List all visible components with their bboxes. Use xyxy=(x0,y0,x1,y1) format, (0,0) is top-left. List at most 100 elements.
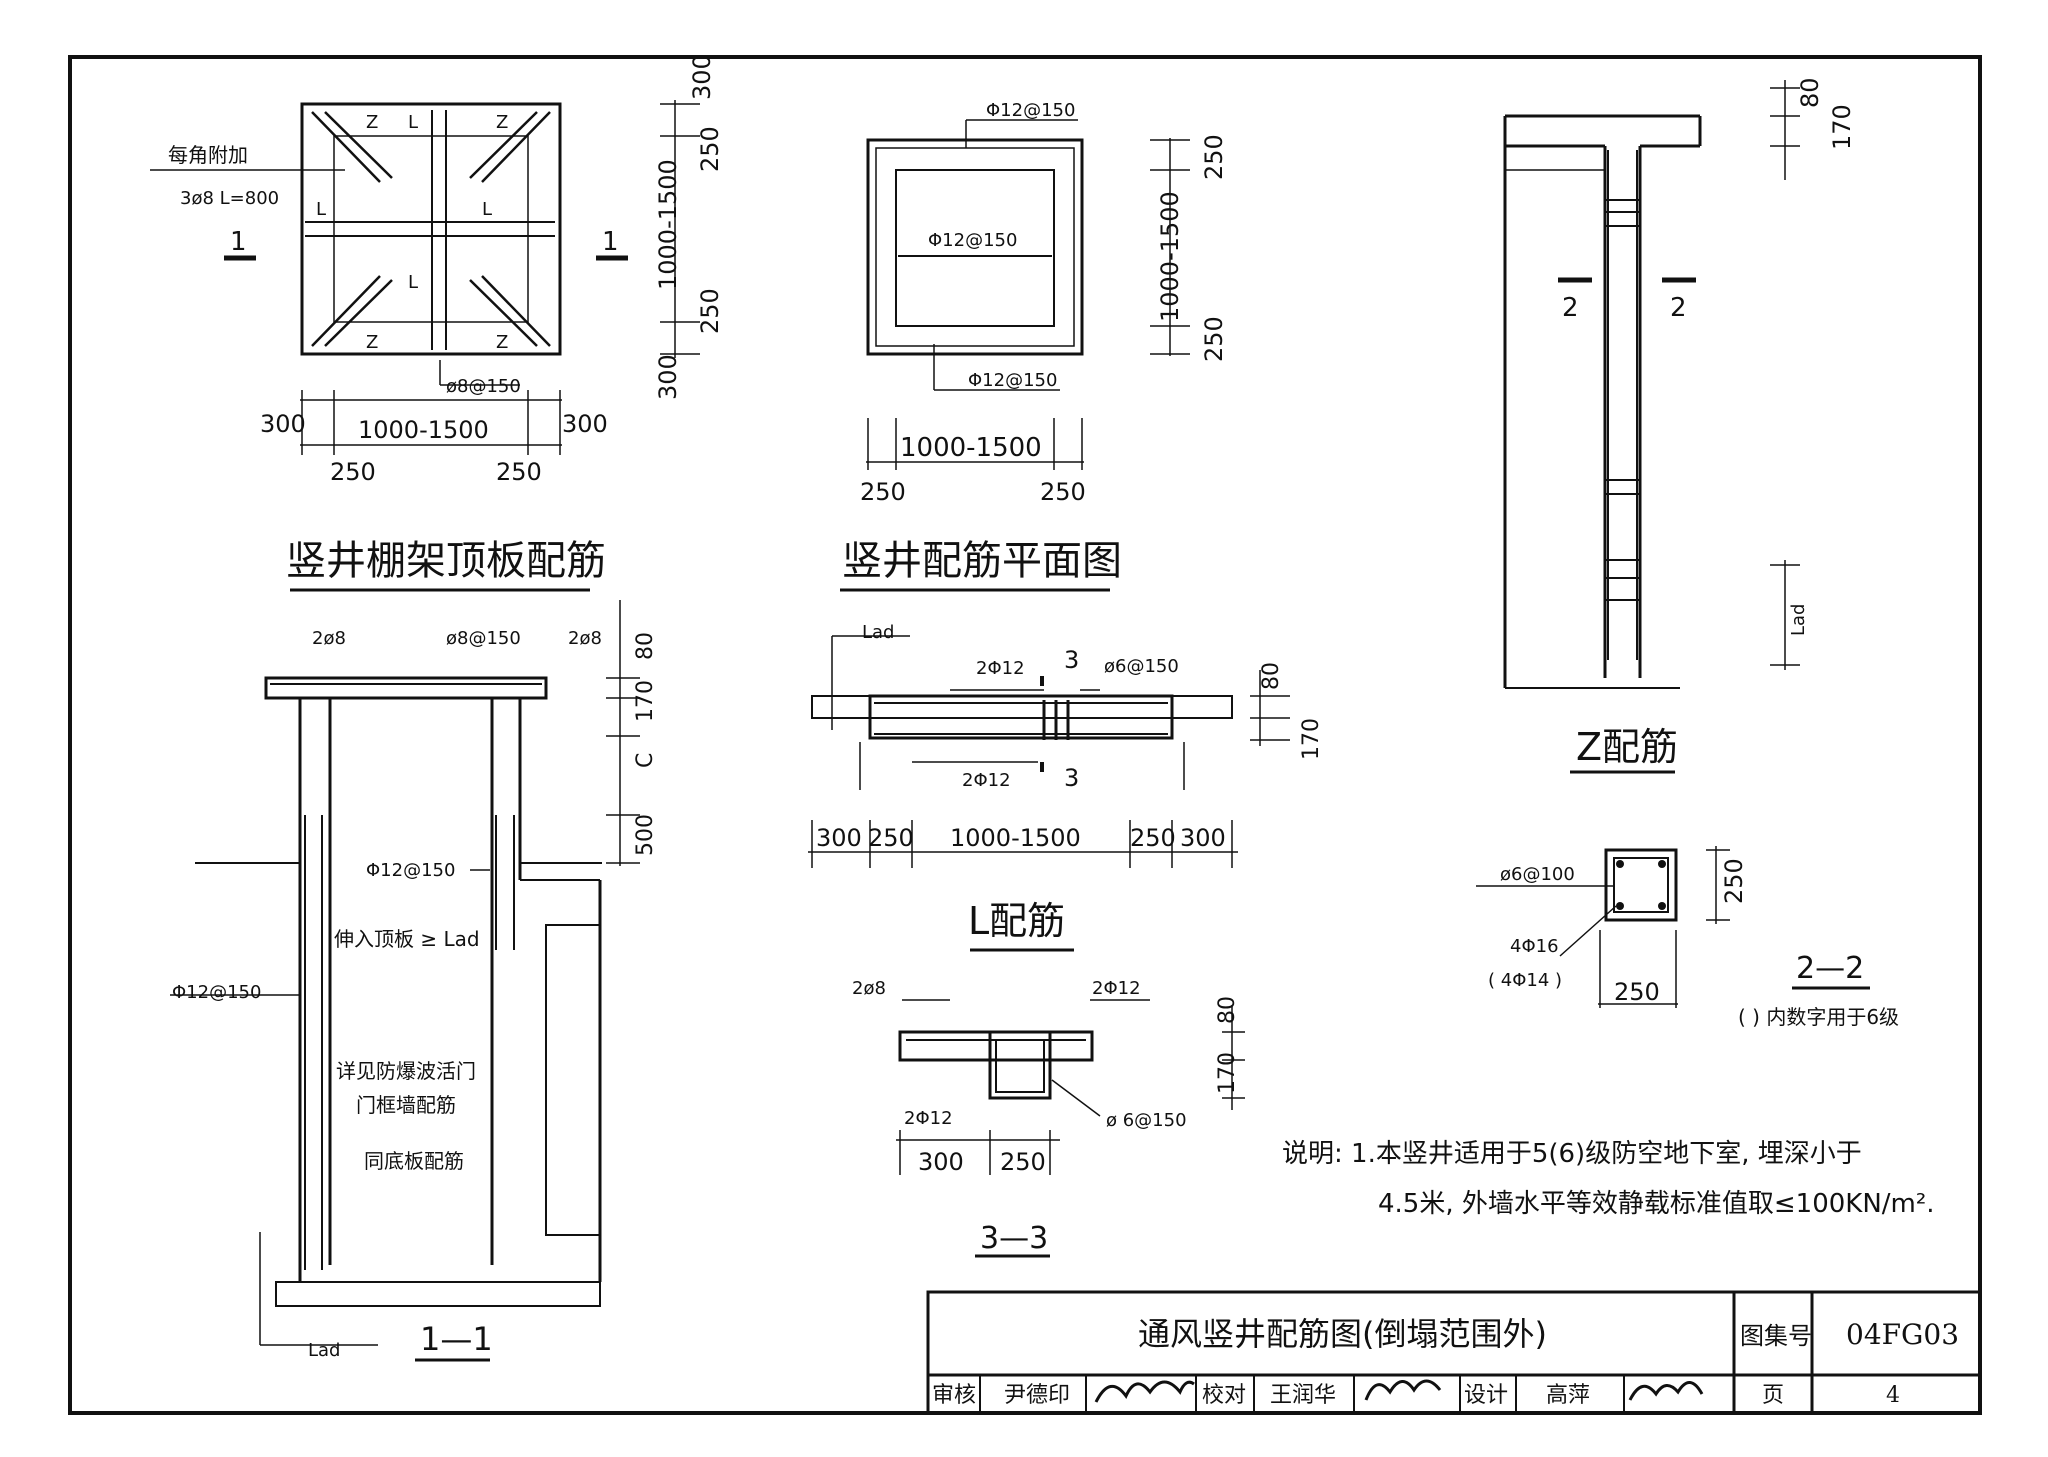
section-11-drawing xyxy=(170,600,640,1362)
section-11-title: 1—1 xyxy=(420,1320,493,1358)
title-block-page-label: 页 xyxy=(1762,1383,1784,1408)
title-block-drawing-title: 通风竖井配筋图(倒塌范围外) xyxy=(1138,1315,1547,1353)
plan-roof-section-mark-right: 1 xyxy=(602,227,619,257)
plan-shaft-drawing xyxy=(840,119,1190,592)
section-11-lad: Lad xyxy=(308,1340,340,1361)
plan-roof-corner-note-2: 3ø8 L=800 xyxy=(180,188,279,209)
title-block-review-label: 审核 xyxy=(932,1383,976,1408)
z-detail-title: Z配筋 xyxy=(1576,725,1678,769)
plan-roof-dim-250-left: 250 xyxy=(330,458,376,486)
l-detail-hdim-300-right: 300 xyxy=(1180,824,1226,852)
plan-shaft-title: 竖井配筋平面图 xyxy=(842,538,1122,584)
title-block-design-label: 设计 xyxy=(1464,1383,1508,1408)
section-11-dim-170: 170 xyxy=(633,680,658,722)
title-block-reviewer: 尹德印 xyxy=(1004,1383,1070,1408)
l-detail-section-mark-bot: 3 xyxy=(1064,764,1079,792)
section-22-main-bar-alt: ( 4Φ14 ) xyxy=(1488,970,1562,991)
section-22-title: 2—2 xyxy=(1796,951,1864,986)
title-block-atlas-label: 图集号 xyxy=(1740,1322,1812,1350)
plan-roof-vdim-span: 1000-1500 xyxy=(654,159,682,290)
l-detail-vdim-80: 80 xyxy=(1259,662,1284,690)
title-block-checker: 王润华 xyxy=(1270,1383,1336,1408)
plan-roof-l-left: L xyxy=(316,199,326,220)
section-11-note-extend: 伸入顶板 ≥ Lad xyxy=(334,927,480,951)
z-detail-section-mark-left: 2 xyxy=(1562,293,1579,323)
section-11-dim-80: 80 xyxy=(633,632,658,660)
l-detail-hdim-250-left: 250 xyxy=(868,824,914,852)
section-22-stirrup: ø6@100 xyxy=(1500,864,1575,885)
plan-roof-dim-span: 1000-1500 xyxy=(358,416,489,444)
plan-roof-l-t: L xyxy=(408,112,418,133)
z-detail-dim-80: 80 xyxy=(1796,77,1824,108)
l-detail-top-bar: 2Φ12 xyxy=(976,658,1025,679)
plan-roof-vdim-300-bot: 300 xyxy=(654,354,682,400)
checker-signature xyxy=(1364,1379,1442,1401)
l-detail-hdim-250-right: 250 xyxy=(1130,824,1176,852)
plan-roof-dim-300-left: 300 xyxy=(260,410,306,438)
title-block-page-no: 4 xyxy=(1886,1383,1900,1408)
section-11-bar-right: Φ12@150 xyxy=(366,860,455,881)
z-detail-section-mark-right: 2 xyxy=(1670,293,1687,323)
plan-roof-z-tl: Z xyxy=(366,112,378,133)
title-block xyxy=(926,1290,1982,1415)
z-detail-drawing xyxy=(1503,80,1800,774)
l-detail-stirrup: ø6@150 xyxy=(1104,656,1179,677)
l-detail-hdim-300-left: 300 xyxy=(816,824,862,852)
plan-shaft-bar-top: Φ12@150 xyxy=(986,100,1075,121)
z-detail-lad: Lad xyxy=(1788,604,1809,636)
plan-shaft-vdim-250-bot: 250 xyxy=(1200,316,1228,362)
plan-shaft-vdim-span: 1000-1500 xyxy=(1156,191,1184,322)
section-33-hdim-250: 250 xyxy=(1000,1148,1046,1176)
l-detail-lad: Lad xyxy=(862,622,894,643)
plan-roof-vdim-250-top: 250 xyxy=(696,126,724,172)
l-detail-bot-bar: 2Φ12 xyxy=(962,770,1011,791)
note-line-1: 说明: 1.本竖井适用于5(6)级防空地下室, 埋深小于 xyxy=(1282,1139,1862,1169)
plan-shaft-dim-250-left: 250 xyxy=(860,478,906,506)
plan-shaft-bar-mid: Φ12@150 xyxy=(928,230,1017,251)
plan-shaft-bar-bot: Φ12@150 xyxy=(968,370,1057,391)
plan-shaft-dim-span: 1000-1500 xyxy=(900,433,1042,463)
plan-shaft-dim-250-right: 250 xyxy=(1040,478,1086,506)
section-33-stirrup: ø 6@150 xyxy=(1106,1110,1187,1131)
plan-roof-l-mid: L xyxy=(408,272,418,293)
section-33-vdim-80: 80 xyxy=(1215,996,1240,1024)
section-11-bar-left: Φ12@150 xyxy=(172,982,261,1003)
section-33-bot-bar: 2Φ12 xyxy=(904,1108,953,1129)
z-detail-dim-170: 170 xyxy=(1828,104,1856,150)
designer-signature xyxy=(1628,1381,1704,1401)
section-33-vdim-170: 170 xyxy=(1215,1052,1240,1094)
plan-roof-z-br: Z xyxy=(496,332,508,353)
section-22-dim-w: 250 xyxy=(1614,978,1660,1006)
plan-roof-dim-300-right: 300 xyxy=(562,410,608,438)
l-detail-section-mark-top: 3 xyxy=(1064,646,1079,674)
l-detail-title: L配筋 xyxy=(968,899,1065,943)
section-11-dim-c: C xyxy=(633,753,658,768)
section-33-hdim-300: 300 xyxy=(918,1148,964,1176)
plan-roof-section-mark-left: 1 xyxy=(230,227,247,257)
l-detail-vdim-170: 170 xyxy=(1299,718,1324,760)
plan-roof-corner-note-1: 每角附加 xyxy=(168,143,248,167)
title-block-designer: 高萍 xyxy=(1546,1383,1590,1408)
plan-roof-l-right: L xyxy=(482,199,492,220)
plan-roof-bar-label: ø8@150 xyxy=(446,376,521,397)
l-detail-drawing xyxy=(808,635,1290,952)
plan-roof-z-bl: Z xyxy=(366,332,378,353)
plan-roof-title: 竖井棚架顶板配筋 xyxy=(286,538,606,584)
l-detail-hdim-span: 1000-1500 xyxy=(950,824,1081,852)
note-line-2: 4.5米, 外墙水平等效静载标准值取≤100KN/m². xyxy=(1378,1189,1935,1219)
section-22-drawing xyxy=(1476,846,1870,1008)
plan-shaft-vdim-250-top: 250 xyxy=(1200,134,1228,180)
section-11-top-2phi8-left: 2ø8 xyxy=(312,628,346,649)
section-33-left-bar: 2ø8 xyxy=(852,978,886,999)
section-11-top-bar: ø8@150 xyxy=(446,628,521,649)
plan-roof-vdim-300-top: 300 xyxy=(688,54,716,100)
title-block-atlas-no: 04FG03 xyxy=(1846,1318,1959,1351)
section-22-note: ( ) 内数字用于6级 xyxy=(1738,1005,1899,1029)
section-33-drawing xyxy=(896,999,1245,1258)
section-11-dim-500: 500 xyxy=(633,814,658,856)
section-11-note-door-1: 详见防爆波活门 xyxy=(336,1059,476,1083)
section-11-top-2phi8-right: 2ø8 xyxy=(568,628,602,649)
section-11-note-door-2: 门框墙配筋 xyxy=(356,1093,456,1117)
section-11-note-floor: 同底板配筋 xyxy=(364,1149,464,1173)
